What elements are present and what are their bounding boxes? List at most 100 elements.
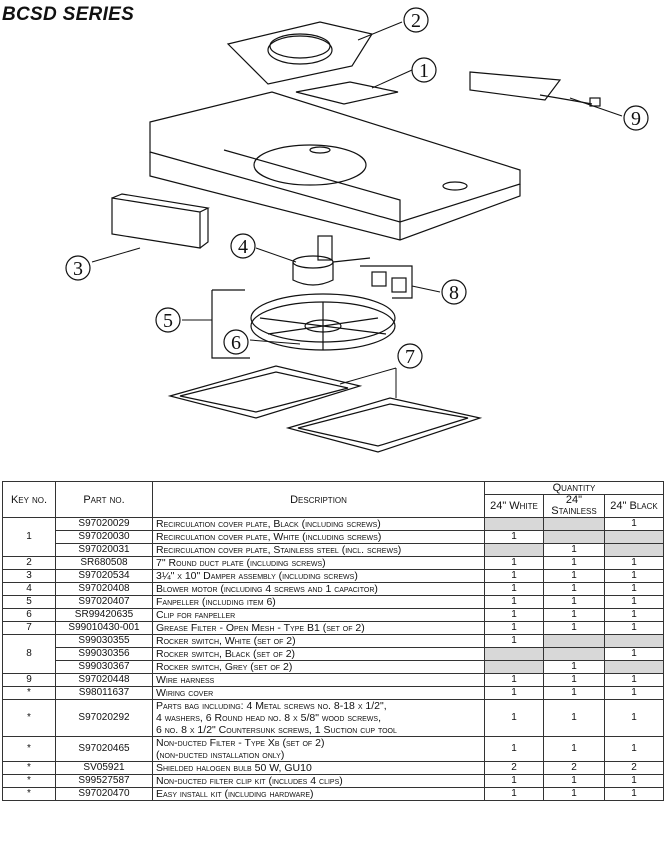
qty-black: 2	[604, 761, 664, 775]
qty-stainless: 1	[543, 736, 605, 762]
wire-harness-drawing	[469, 71, 601, 107]
qty-black: 1	[604, 647, 664, 661]
part-no: S97020407	[55, 595, 153, 609]
qty-stainless: 1	[543, 686, 605, 700]
qty-black	[604, 543, 664, 557]
description: Parts bag including: 4 Metal screws no. …	[152, 699, 485, 737]
qty-stainless	[543, 634, 605, 648]
key-no: 6	[2, 608, 56, 622]
qty-stainless: 1	[543, 595, 605, 609]
description: Recirculation cover plate, Black (includ…	[152, 517, 485, 531]
rocker-switches-drawing	[360, 265, 413, 299]
table-row: 9 S97020448 Wire harness 1 1 1	[2, 673, 664, 687]
part-no: S97020030	[55, 530, 153, 544]
part-no: SR99420635	[55, 608, 153, 622]
callout-6: 6	[231, 332, 241, 354]
qty-white: 1	[484, 673, 544, 687]
qty-black: 1	[604, 595, 664, 609]
key-no: 7	[2, 621, 56, 635]
table-row: 5 S97020407 Fanpeller (including item 6)…	[2, 595, 664, 609]
qty-black: 1	[604, 699, 664, 737]
part-no: S97020470	[55, 787, 153, 801]
qty-white: 1	[484, 736, 544, 762]
part-no: S97020534	[55, 569, 153, 583]
qty-white: 1	[484, 530, 544, 544]
qty-white	[484, 517, 544, 531]
qty-white: 1	[484, 621, 544, 635]
description: Wiring cover	[152, 686, 485, 700]
callout-5: 5	[163, 310, 173, 332]
table-row: * S98011637 Wiring cover 1 1 1	[2, 686, 664, 700]
qty-white	[484, 660, 544, 674]
damper-assembly-drawing	[111, 193, 210, 249]
part-no: SV05921	[55, 761, 153, 775]
qty-stainless: 1	[543, 621, 605, 635]
qty-stainless: 1	[543, 569, 605, 583]
table-row: 1 S97020029 Recirculation cover plate, B…	[2, 517, 664, 557]
cover-plate-drawing	[295, 81, 399, 105]
part-no: S99527587	[55, 774, 153, 788]
qty-black: 1	[604, 736, 664, 762]
description: Shielded halogen bulb 50 W, GU10	[152, 761, 485, 775]
description: Recirculation cover plate, White (includ…	[152, 530, 485, 544]
exploded-parts-diagram: 1 2 3 4 5 6 7 8 9	[65, 7, 649, 453]
key-no: 2	[2, 556, 56, 570]
table-subheader-row: 24" White 24" Stainless 24" Black	[3, 494, 664, 518]
table-row: 2 SR680508 7" Round duct plate (includin…	[2, 556, 664, 570]
qty-black: 1	[604, 787, 664, 801]
callout-9: 9	[631, 108, 641, 130]
key-no: 4	[2, 582, 56, 596]
table-row: * S97020470 Easy install kit (including …	[2, 787, 664, 801]
table-row: S97020031 Recirculation cover plate, Sta…	[3, 543, 664, 557]
key-no: *	[2, 761, 56, 775]
qty-black	[604, 660, 664, 674]
description: Clip for fanpeller	[152, 608, 485, 622]
page-title: BCSD SERIES	[2, 4, 135, 25]
qty-white: 1	[484, 556, 544, 570]
description: Blower motor (including 4 screws and 1 c…	[152, 582, 485, 596]
table-row: S99030367 Rocker switch, Grey (set of 2)…	[3, 660, 664, 674]
qty-black: 1	[604, 556, 664, 570]
qty-black: 1	[604, 608, 664, 622]
part-no: S98011637	[55, 686, 153, 700]
key-no: 1	[2, 517, 56, 557]
key-no: *	[2, 686, 56, 700]
qty-stainless	[543, 530, 605, 544]
header-part-no: Part no.	[55, 481, 153, 518]
duct-plate-drawing	[226, 21, 373, 85]
key-no: *	[2, 736, 56, 762]
description: Rocker switch, Black (set of 2)	[152, 647, 485, 661]
table-row: 8 S99030355 Rocker switch, White (set of…	[2, 634, 664, 674]
key-no: 5	[2, 595, 56, 609]
qty-black: 1	[604, 686, 664, 700]
table-header-row: Key no. Part no. Description Quantity	[2, 481, 664, 518]
header-description: Description	[152, 481, 485, 518]
qty-white: 1	[484, 608, 544, 622]
table-row: 7 S99010430-001 Grease Filter - Open Mes…	[2, 621, 664, 635]
qty-black: 1	[604, 673, 664, 687]
part-no: S99030355	[55, 634, 153, 648]
key-no: 9	[2, 673, 56, 687]
qty-stainless: 1	[543, 699, 605, 737]
qty-white: 1	[484, 595, 544, 609]
callout-7: 7	[405, 346, 415, 368]
description: Wire harness	[152, 673, 485, 687]
table-row: * SV05921 Shielded halogen bulb 50 W, GU…	[2, 761, 664, 775]
description: 3¼" x 10" Damper assembly (including scr…	[152, 569, 485, 583]
part-no: S97020448	[55, 673, 153, 687]
header-key-no: Key no.	[2, 481, 56, 518]
qty-stainless: 1	[543, 556, 605, 570]
key-no: 3	[2, 569, 56, 583]
part-no: S99010430-001	[55, 621, 153, 635]
qty-white: 1	[484, 686, 544, 700]
description: Recirculation cover plate, Stainless ste…	[152, 543, 485, 557]
qty-black: 1	[604, 582, 664, 596]
qty-black: 1	[604, 517, 664, 531]
qty-stainless: 1	[543, 543, 605, 557]
table-row: * S97020465 Non-ducted Filter - Type Xb …	[2, 736, 664, 762]
qty-black	[604, 530, 664, 544]
blower-motor-drawing	[292, 235, 371, 286]
qty-black: 1	[604, 621, 664, 635]
table-row: * S97020292 Parts bag including: 4 Metal…	[2, 699, 664, 737]
qty-stainless	[543, 647, 605, 661]
